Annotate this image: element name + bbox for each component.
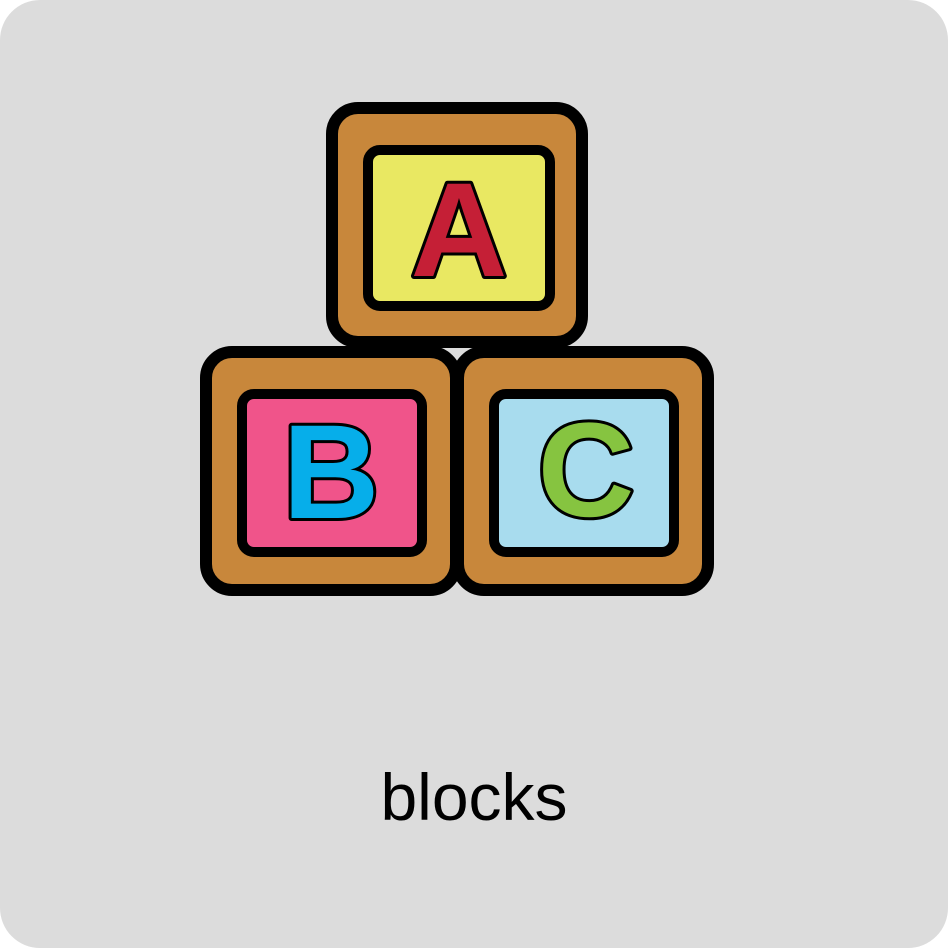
block-a-letter: A bbox=[411, 156, 508, 305]
block-a-face bbox=[363, 145, 555, 311]
block-b-face bbox=[237, 389, 427, 557]
card-label: blocks bbox=[380, 760, 568, 834]
block-c-letter: C bbox=[538, 396, 635, 545]
block-b-letter: B bbox=[283, 398, 380, 547]
block-b: B bbox=[200, 346, 462, 596]
block-c-face bbox=[489, 389, 679, 557]
block-c: C bbox=[452, 346, 714, 596]
block-a: A bbox=[326, 102, 588, 348]
